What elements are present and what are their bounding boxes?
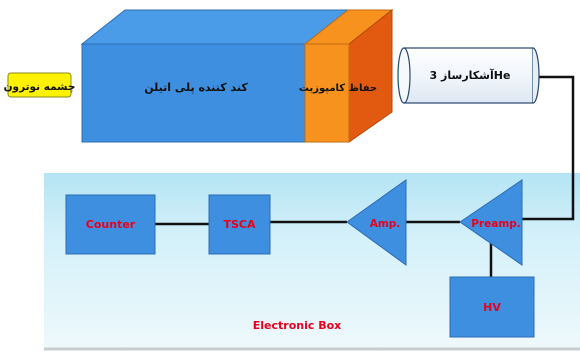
counter-block: Counter [65,194,156,255]
composite-shield: حفاظ کامپوزیت [299,8,394,143]
counter-label: Counter [86,218,136,231]
electronic-box-label: Electronic Box [253,319,342,332]
connection-lines [155,75,575,277]
moderator-front-face [81,43,306,143]
detector-label: آشکارساز 3He [430,68,511,82]
tsca-label: TSCA [223,218,255,231]
neutron-source: چشمه نوترون [4,72,76,98]
neutron-source-label: چشمه نوترون [4,81,76,93]
preamp-label: Preamp. [471,218,521,230]
moderator-label: کند کننده پلی اتیلن [144,81,248,94]
shield-label: حفاظ کامپوزیت [299,83,377,94]
tube-left-cap [397,47,411,104]
hv-block: HV [449,276,535,338]
tube-right-cap [532,47,540,104]
preamp-block: Preamp. [459,179,523,266]
detector-preamp-wire [522,75,575,221]
moderator-top-face [80,9,350,45]
shield-front-face [304,43,350,143]
tsca-block: TSCA [208,194,271,255]
moderator-block: کند کننده پلی اتیلن [80,9,350,143]
detector-tube: آشکارساز 3He [397,47,540,104]
amp-label: Amp. [370,218,401,230]
hv-label: HV [483,301,501,314]
amp-block: Amp. [346,179,407,266]
